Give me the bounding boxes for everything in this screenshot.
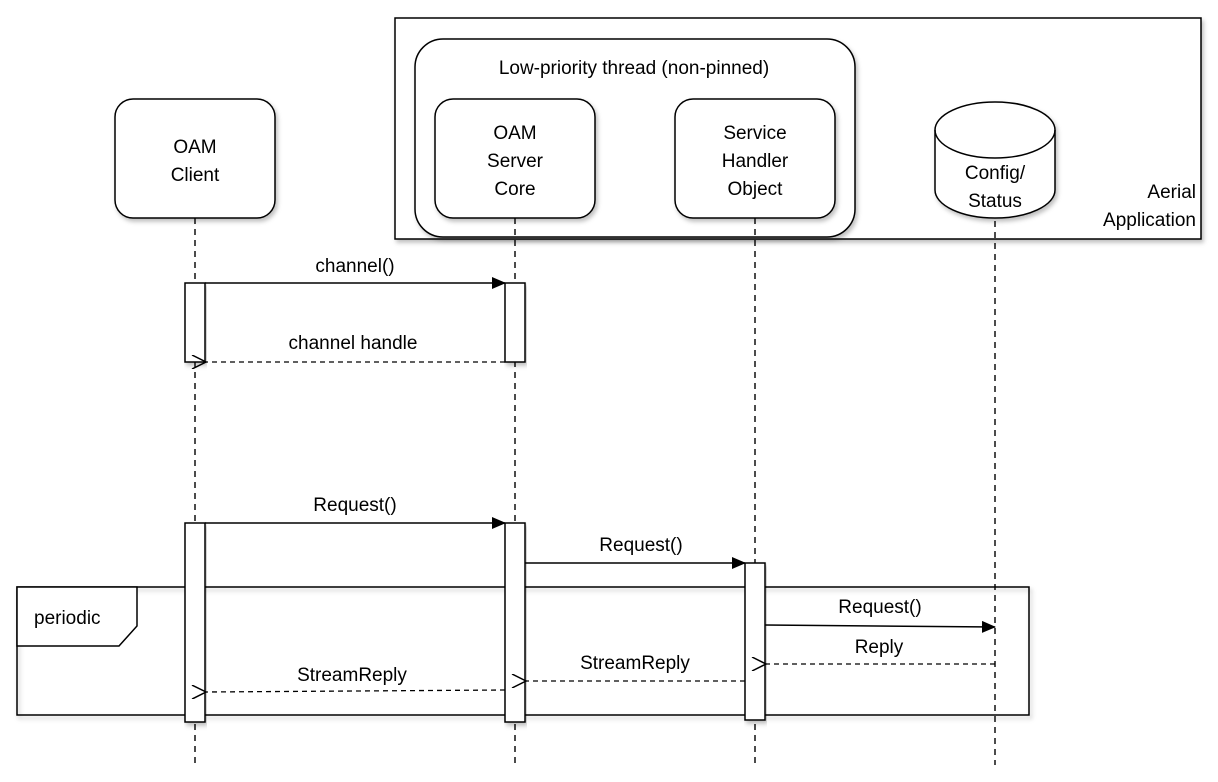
service-handler-label-line2: Handler bbox=[722, 151, 789, 172]
message-channel-call-label: channel() bbox=[315, 256, 394, 277]
loop-label: periodic bbox=[34, 608, 101, 629]
client-label-line1: OAM bbox=[173, 137, 216, 158]
message-stream-reply-core-arrow bbox=[206, 690, 506, 692]
config-status-label-line1: Config/ bbox=[965, 163, 1026, 184]
message-request-core-label: Request() bbox=[599, 535, 682, 556]
server-core-label-line1: OAM bbox=[493, 123, 536, 144]
service-handler-label-line3: Object bbox=[728, 179, 784, 200]
database-icon bbox=[934, 101, 1056, 219]
message-channel-handle-label: channel handle bbox=[289, 333, 418, 354]
message-stream-reply-core-label: StreamReply bbox=[297, 665, 407, 686]
service-handler-label-line1: Service bbox=[723, 123, 786, 144]
thread-group-label: Low-priority thread (non-pinned) bbox=[499, 58, 769, 79]
server-core-label-line3: Core bbox=[494, 179, 535, 200]
loop-label-tab bbox=[16, 586, 138, 647]
activation-core-2 bbox=[504, 522, 526, 723]
message-stream-reply-handler-label: StreamReply bbox=[580, 653, 690, 674]
activation-core-1 bbox=[504, 282, 526, 363]
activation-handler bbox=[744, 562, 766, 721]
participant-client: OAM Client bbox=[114, 98, 276, 219]
participant-server-core: OAM Server Core bbox=[434, 98, 596, 219]
activation-client-1 bbox=[184, 282, 206, 363]
client-label-line2: Client bbox=[171, 165, 220, 186]
participant-service-handler: Service Handler Object bbox=[674, 98, 836, 219]
config-status-label-line2: Status bbox=[968, 191, 1022, 212]
activation-bars bbox=[184, 282, 766, 723]
message-request-client-label: Request() bbox=[313, 495, 396, 516]
message-request-handler-label: Request() bbox=[838, 597, 921, 618]
activation-client-2 bbox=[184, 522, 206, 723]
participant-config-status: Config/ Status bbox=[934, 101, 1056, 219]
server-core-label-line2: Server bbox=[487, 151, 544, 172]
message-request-handler-arrow bbox=[764, 620, 996, 633]
container-label-line1: Aerial bbox=[1147, 182, 1196, 203]
message-reply-label: Reply bbox=[855, 637, 904, 658]
container-label-line2: Application bbox=[1103, 210, 1196, 231]
messages: channel() channel handle Request() Reque… bbox=[205, 256, 996, 692]
